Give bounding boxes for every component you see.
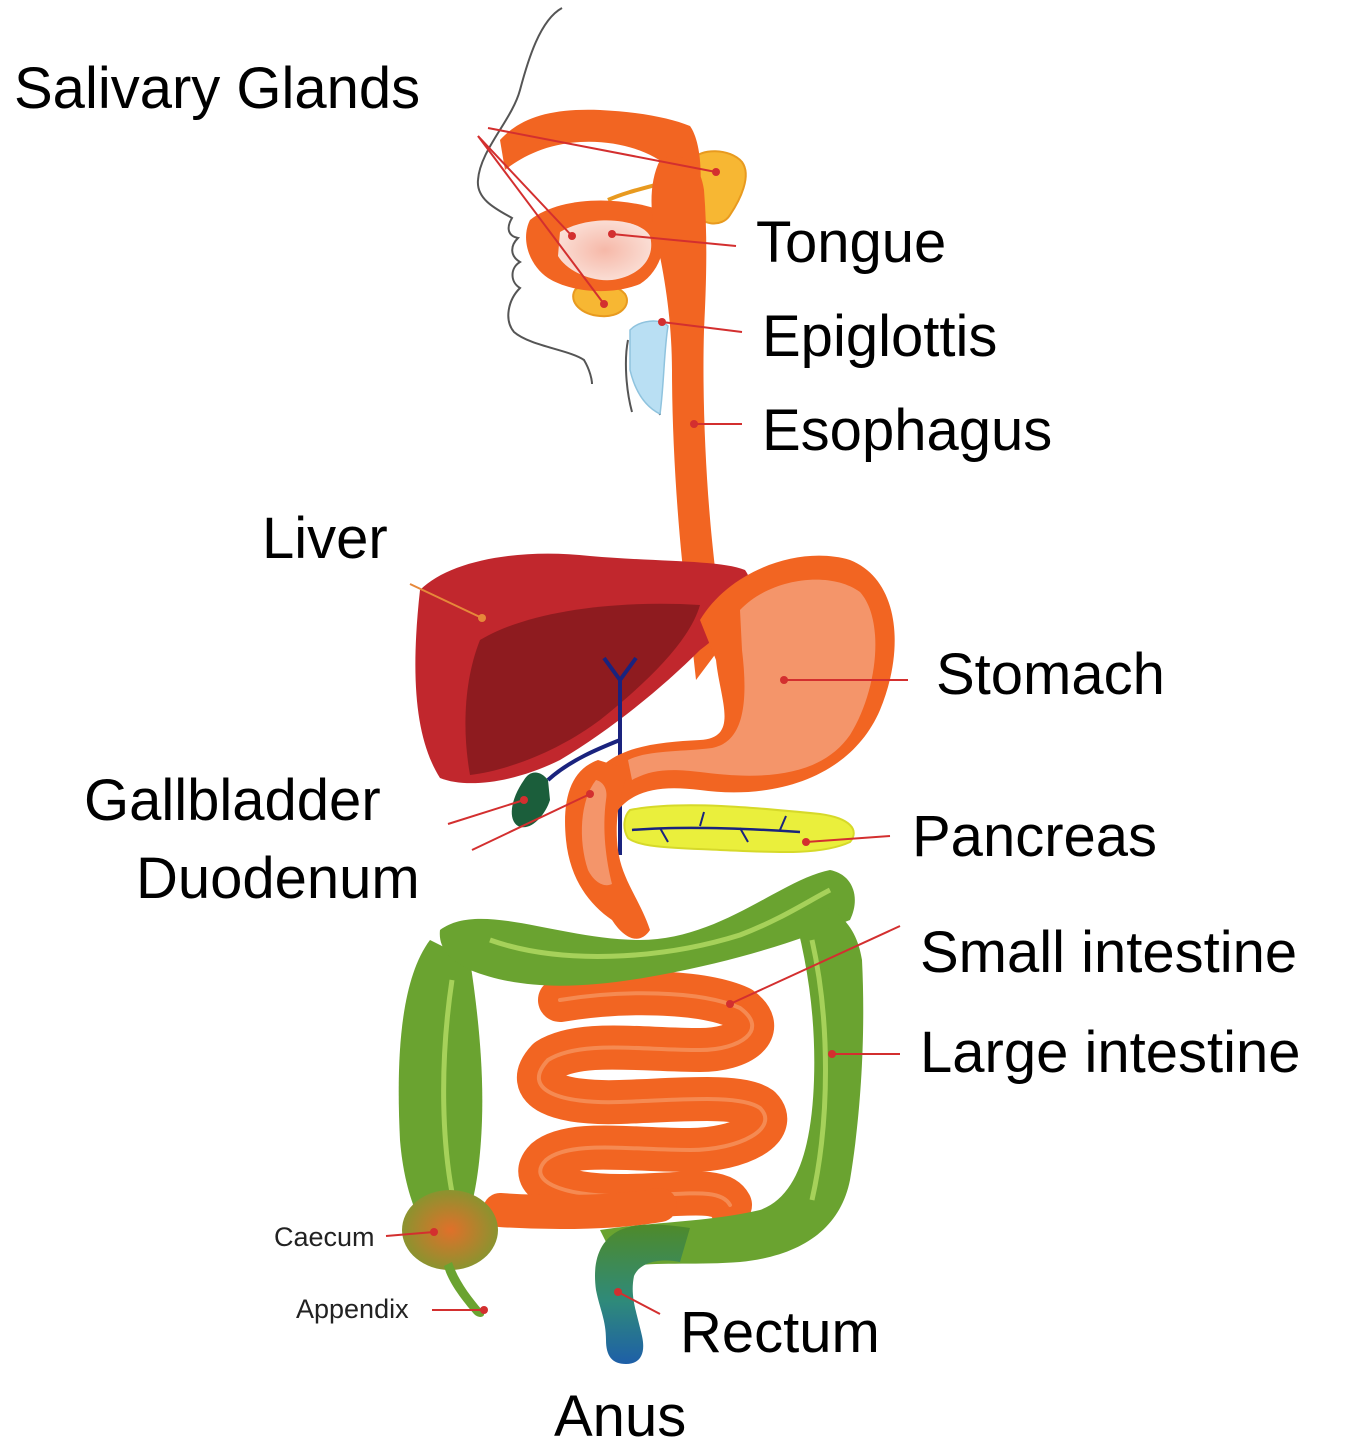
label-caecum: Caecum	[274, 1222, 375, 1252]
label-pancreas: Pancreas	[912, 804, 1157, 869]
gallbladder-shape	[512, 773, 550, 828]
label-small-intestine: Small intestine	[920, 920, 1297, 985]
label-salivary-glands: Salivary Glands	[14, 56, 420, 121]
label-tongue: Tongue	[756, 210, 946, 275]
label-appendix: Appendix	[296, 1294, 409, 1324]
label-rectum: Rectum	[680, 1300, 880, 1365]
rectum-shape	[595, 1225, 690, 1365]
label-gallbladder: Gallbladder	[84, 768, 381, 833]
small-intestine-shape	[500, 993, 765, 1212]
trachea-shape	[630, 321, 668, 414]
label-duodenum: Duodenum	[136, 846, 420, 911]
label-stomach: Stomach	[936, 642, 1165, 707]
label-large-intestine: Large intestine	[920, 1020, 1300, 1085]
label-esophagus: Esophagus	[762, 398, 1052, 463]
label-anus: Anus	[554, 1384, 686, 1440]
label-liver: Liver	[262, 506, 388, 571]
label-epiglottis: Epiglottis	[762, 304, 997, 369]
pancreas-shape	[624, 805, 853, 852]
